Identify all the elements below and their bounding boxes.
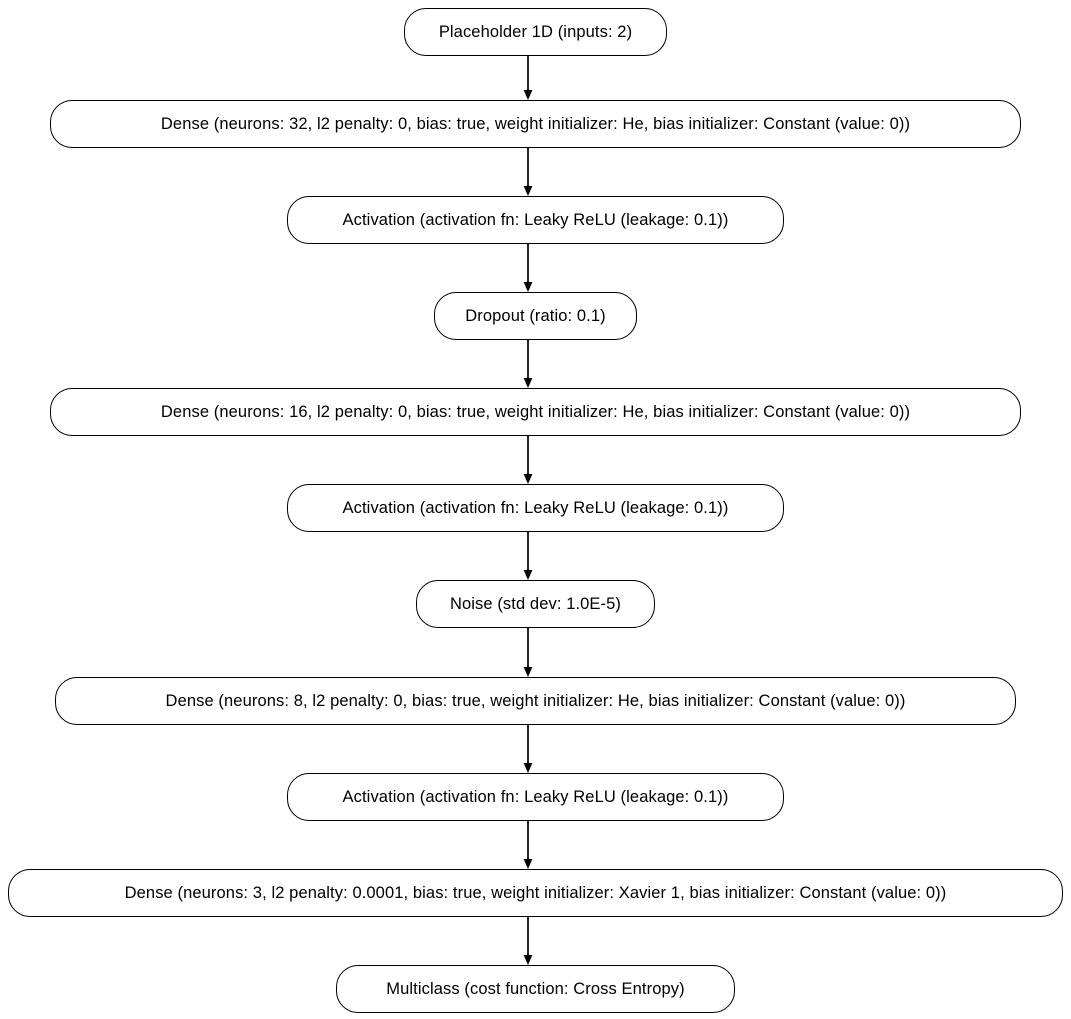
node-dense-32[interactable]: Dense (neurons: 32, l2 penalty: 0, bias:… bbox=[50, 100, 1021, 148]
node-label-dense-3: Dense (neurons: 3, l2 penalty: 0.0001, b… bbox=[124, 883, 947, 902]
edge-arrow-activation-2-to-noise bbox=[521, 532, 535, 580]
node-dense-3[interactable]: Dense (neurons: 3, l2 penalty: 0.0001, b… bbox=[8, 869, 1063, 917]
edge-arrow-noise-to-dense-8 bbox=[521, 628, 535, 677]
node-label-noise: Noise (std dev: 1.0E-5) bbox=[449, 594, 622, 613]
node-dropout[interactable]: Dropout (ratio: 0.1) bbox=[434, 292, 637, 340]
node-label-multiclass: Multiclass (cost function: Cross Entropy… bbox=[386, 979, 685, 998]
edge-arrow-dropout-to-dense-16 bbox=[521, 340, 535, 388]
node-activation-1[interactable]: Activation (activation fn: Leaky ReLU (l… bbox=[287, 196, 784, 244]
node-label-dropout: Dropout (ratio: 0.1) bbox=[465, 306, 606, 325]
edge-arrow-dense-8-to-activation-3 bbox=[521, 725, 535, 773]
edge-arrow-activation-3-to-dense-3 bbox=[521, 821, 535, 869]
node-activation-2[interactable]: Activation (activation fn: Leaky ReLU (l… bbox=[287, 484, 784, 532]
edge-arrow-dense-16-to-activation-2 bbox=[521, 436, 535, 484]
edge-arrow-dense-3-to-multiclass bbox=[521, 917, 535, 965]
edge-arrow-dense-32-to-activation-1 bbox=[521, 148, 535, 196]
node-activation-3[interactable]: Activation (activation fn: Leaky ReLU (l… bbox=[287, 773, 784, 821]
node-label-dense-32: Dense (neurons: 32, l2 penalty: 0, bias:… bbox=[160, 114, 911, 133]
node-label-activation-1: Activation (activation fn: Leaky ReLU (l… bbox=[342, 210, 729, 229]
node-label-dense-8: Dense (neurons: 8, l2 penalty: 0, bias: … bbox=[165, 691, 906, 710]
node-dense-16[interactable]: Dense (neurons: 16, l2 penalty: 0, bias:… bbox=[50, 388, 1021, 436]
node-noise[interactable]: Noise (std dev: 1.0E-5) bbox=[416, 580, 655, 628]
node-label-activation-2: Activation (activation fn: Leaky ReLU (l… bbox=[342, 498, 729, 517]
node-dense-8[interactable]: Dense (neurons: 8, l2 penalty: 0, bias: … bbox=[55, 677, 1016, 725]
node-placeholder[interactable]: Placeholder 1D (inputs: 2) bbox=[404, 8, 667, 56]
node-label-activation-3: Activation (activation fn: Leaky ReLU (l… bbox=[342, 787, 729, 806]
edge-arrow-activation-1-to-dropout bbox=[521, 244, 535, 292]
node-label-placeholder: Placeholder 1D (inputs: 2) bbox=[438, 22, 633, 41]
edge-arrow-placeholder-to-dense-32 bbox=[521, 56, 535, 100]
node-multiclass[interactable]: Multiclass (cost function: Cross Entropy… bbox=[336, 965, 735, 1013]
node-label-dense-16: Dense (neurons: 16, l2 penalty: 0, bias:… bbox=[160, 402, 911, 421]
